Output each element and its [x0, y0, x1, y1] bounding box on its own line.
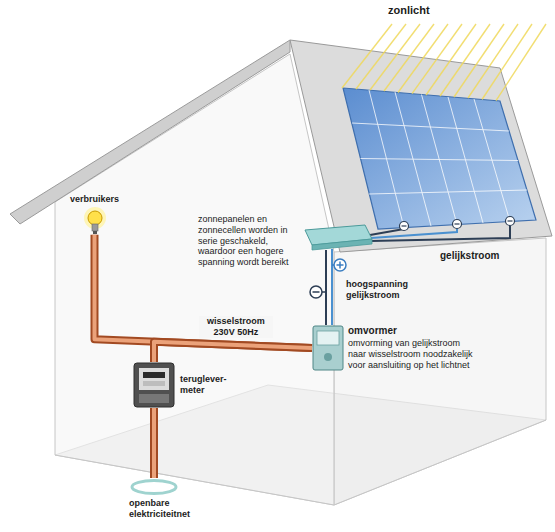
node-heading: openbare elektriciteitnet: [129, 498, 211, 520]
feed-in-meter-icon-part-part: [143, 372, 165, 378]
panel-grid: [352, 90, 527, 228]
junction-box-part: [312, 239, 372, 250]
public-grid: openbare elektriciteitnet: [129, 478, 211, 520]
gable-wall: [55, 54, 334, 505]
public-grid-icon-part: [129, 478, 179, 496]
dc-cables-part: [370, 229, 404, 235]
junction-box: [305, 225, 372, 250]
side-wall: [334, 238, 546, 505]
feed-in-meter-icon-part-part: [139, 394, 169, 403]
feed-in-meter: teruglever-meter: [133, 362, 236, 408]
public-grid-icon: [129, 478, 179, 496]
sun-rays-part: [412, 24, 462, 94]
high-voltage-dc-line-part: [334, 259, 346, 271]
wire-outer: [154, 342, 312, 362]
inverter-unit-icon-part-part: [317, 331, 339, 345]
high-voltage-dc-line-part: [325, 250, 327, 325]
consumer-lamp: verbruikers: [70, 194, 119, 235]
wire-inner: [152, 408, 156, 478]
public-grid-icon-part-part: [132, 481, 176, 494]
ac-wire: [154, 408, 155, 478]
feed-in-meter-texts: teruglever-meter: [180, 374, 236, 396]
sun-rays-part: [356, 24, 406, 89]
consumer-lamp-icon-part: [83, 207, 107, 235]
dc-cables: [370, 226, 510, 241]
consumer-lamp-texts: verbruikers: [70, 194, 119, 205]
feed-in-meter-icon-part: [133, 362, 175, 408]
high-voltage-dc-line-part: [310, 286, 322, 298]
sun-rays-part: [426, 24, 476, 95]
panel-terminals-part: [455, 223, 460, 224]
sun-rays-part: [370, 24, 420, 90]
sun-rays-part: [496, 24, 546, 101]
sunlight-label: zonlicht: [388, 4, 430, 17]
inverter-unit-icon-part: [312, 325, 344, 371]
wire-label: wisselstroom 230V 50Hz: [199, 316, 273, 338]
sun-rays-part: [384, 24, 434, 91]
sun-rays-part: [454, 24, 504, 97]
panel-note: zonnepanelen en zonnecellen worden in se…: [198, 214, 302, 268]
public-grid-texts: openbare elektriciteitnet: [129, 498, 211, 520]
roof-edge: [10, 40, 290, 224]
consumer-lamp-icon-part-part: [88, 211, 102, 225]
node-heading: omvormer: [348, 325, 480, 337]
node-body: omvorming van gelijkstroom naar wisselst…: [348, 338, 480, 370]
node-heading: verbruikers: [70, 194, 119, 205]
panel-terminals-part: [506, 217, 515, 226]
wire-outer: [150, 408, 158, 478]
dc-cables-part: [371, 229, 457, 238]
panel-terminals-part: [453, 220, 462, 229]
high-voltage-dc-line-part: [313, 291, 320, 293]
sun-rays-part: [440, 24, 490, 96]
feed-in-meter-icon-part-part: [139, 368, 169, 390]
high-voltage-dc-line-part: [339, 262, 341, 269]
high-voltage-dc-line-part: [331, 249, 333, 325]
dc-cables-part: [371, 226, 510, 241]
panel-terminals: [400, 217, 515, 231]
solar-panel: [343, 88, 536, 229]
panel-terminals-part: [400, 222, 409, 231]
panel-grid-part: [369, 190, 527, 194]
sun-rays-part: [482, 24, 532, 100]
wire-inner: [154, 342, 312, 362]
consumer-lamp-icon-part-part: [92, 224, 98, 231]
roof-plane: [290, 40, 552, 252]
inverter-unit-icon-part-part: [324, 353, 332, 361]
sun-rays-part: [342, 24, 392, 88]
node-heading: teruglever-meter: [180, 374, 236, 396]
sun-rays-part: [468, 24, 518, 98]
panel-grid-part: [361, 159, 519, 161]
inverter-unit: omvormeromvorming van gelijkstroom naar …: [312, 325, 480, 371]
high-voltage-dc-line: [310, 249, 346, 325]
panel-grid-part: [352, 123, 509, 131]
feed-in-meter-icon: [133, 362, 175, 408]
inverter-unit-icon-part-part: [313, 326, 343, 370]
panel-terminals-part: [508, 220, 513, 221]
inverter-unit-icon: [312, 325, 344, 371]
consumer-lamp-icon: [83, 207, 107, 235]
panel-terminals-part: [402, 225, 407, 226]
consumer-lamp-icon-part-part: [93, 231, 97, 234]
inverter-unit-texts: omvormeromvorming van gelijkstroom naar …: [348, 325, 480, 370]
sun-rays-part: [398, 24, 448, 93]
feed-in-meter-icon-part-part: [143, 381, 165, 386]
hv-dc-label: hoogspanning gelijkstroom: [346, 279, 418, 301]
sun-rays: [342, 24, 546, 101]
ac-wire: [154, 342, 312, 362]
feed-in-meter-icon-part-part: [134, 363, 174, 407]
dc-label: gelijkstroom: [440, 250, 499, 262]
